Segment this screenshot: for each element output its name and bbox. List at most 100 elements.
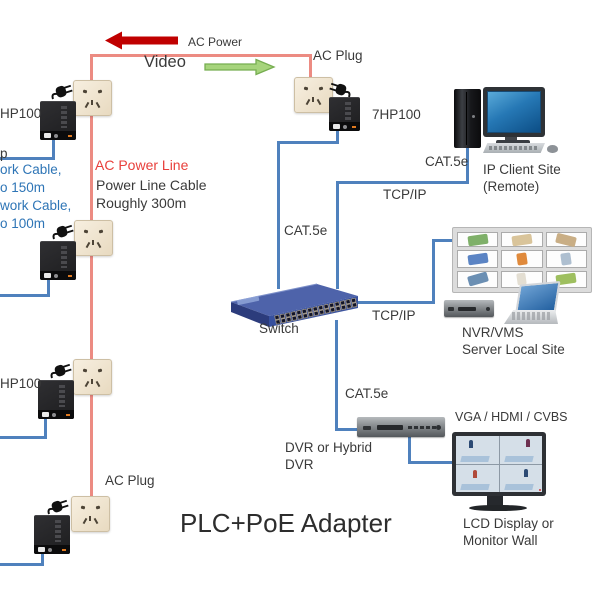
cat5e-line-segment <box>277 141 280 289</box>
network-line-segment <box>0 563 44 566</box>
tcpip-client-line-segment <box>336 181 339 289</box>
dvr-label: DVR or Hybrid <box>285 440 373 455</box>
ac-power-line-vertical <box>90 54 93 514</box>
cat5e-dvr-label: CAT.5e <box>345 386 389 401</box>
video-wall-cell <box>545 232 587 248</box>
network-line-segment <box>47 279 50 297</box>
cat5e-switch-label: CAT.5e <box>284 223 328 238</box>
switch-label: Switch <box>259 321 299 336</box>
power-plug-icon <box>47 499 69 515</box>
video-thumbnail <box>467 252 489 266</box>
lcd-quad-cell <box>456 436 499 464</box>
network-cable-fragment: work Cable, <box>0 198 72 213</box>
ip-client-label: IP Client Site <box>483 162 561 177</box>
powerline-adapter-icon <box>40 101 76 140</box>
tower-pc-icon <box>454 89 481 148</box>
ip-client-label: (Remote) <box>483 179 540 194</box>
power-plug-icon <box>329 82 351 98</box>
desktop-monitor-icon <box>483 87 545 137</box>
ac-power-line-label: AC Power Line <box>95 157 189 173</box>
text-fragment: p <box>0 146 8 161</box>
network-line-segment <box>0 294 50 297</box>
video-thumbnail <box>466 271 489 287</box>
lcd-label: Monitor Wall <box>463 533 538 548</box>
ac-power-line-drop <box>309 54 312 80</box>
video-out-label: VGA / HDMI / CVBS <box>455 410 568 424</box>
ac-power-label: AC Power <box>188 35 243 49</box>
powerline-adapter-icon <box>40 241 76 280</box>
network-switch-icon <box>230 283 359 327</box>
cat5e-line-segment <box>277 141 339 144</box>
video-arrow-right <box>204 58 276 76</box>
power-plug-icon <box>50 363 72 379</box>
network-line-segment <box>0 157 55 160</box>
adapter-model-fragment: HP100 <box>0 376 42 391</box>
network-cable-fragment: o 150m <box>0 180 46 195</box>
wall-outlet-icon <box>294 77 333 113</box>
network-line-segment <box>41 553 44 566</box>
lcd-stand <box>487 496 503 506</box>
video-wall-cell <box>457 232 499 248</box>
dvr-device-icon <box>357 417 445 437</box>
tcpip-nvr-line-segment <box>432 239 435 304</box>
network-cable-fragment: o 100m <box>0 216 46 231</box>
video-thumbnail <box>516 252 528 266</box>
network-line-segment <box>0 436 47 439</box>
nvr-site-label: NVR/VMS <box>462 325 524 340</box>
lcd-base <box>469 505 527 511</box>
power-line-cable-label: Power Line Cable <box>96 177 207 193</box>
wall-outlet-icon <box>74 220 113 256</box>
lcd-quad-cell <box>499 436 542 464</box>
nvr-device-icon <box>444 300 494 317</box>
tcpip-nvr-line-segment <box>355 301 435 304</box>
cat5e-dvr-line-segment <box>335 320 338 430</box>
video-wall-cell <box>457 270 499 288</box>
lcd-label: LCD Display or <box>463 516 554 531</box>
video-wall-icon <box>452 227 592 293</box>
laptop-icon <box>504 280 561 325</box>
tcpip-nvr-label: TCP/IP <box>372 308 416 323</box>
ac-power-line-horizontal <box>90 54 312 57</box>
cat5e-line-segment <box>336 130 339 144</box>
dvr-label: DVR <box>285 457 314 472</box>
monitor-base <box>496 140 530 145</box>
video-wall-cell <box>501 250 543 268</box>
power-plug-icon <box>52 224 74 240</box>
lcd-quad-cell <box>499 464 542 492</box>
network-line-segment <box>44 418 47 439</box>
ac-plug-label-top: AC Plug <box>313 48 363 63</box>
power-line-length-label: Roughly 300m <box>96 195 187 211</box>
video-wall-cell <box>501 232 543 248</box>
tcpip-client-line-segment <box>466 146 469 184</box>
video-thumbnail <box>467 233 489 246</box>
video-thumbnail <box>555 232 578 247</box>
monitor-neck <box>505 135 517 143</box>
tcpip-client-line-segment <box>336 181 469 184</box>
adapter-model-fragment: HP100 <box>0 106 42 121</box>
video-wall-cell <box>457 250 499 268</box>
dvr-lcd-line-segment <box>408 461 454 464</box>
power-plug-icon <box>51 84 73 100</box>
ac-plug-label-left: AC Plug <box>105 473 155 488</box>
tcpip-client-label: TCP/IP <box>383 187 427 202</box>
video-label: Video <box>144 53 186 71</box>
powerline-adapter-icon <box>34 515 70 554</box>
video-thumbnail <box>560 252 573 266</box>
dvr-lcd-line-segment <box>408 437 411 464</box>
lcd-quad-cell <box>456 464 499 492</box>
video-thumbnail <box>511 233 533 246</box>
wall-outlet-icon <box>73 359 112 395</box>
diagram-title: PLC+PoE Adapter <box>180 508 392 538</box>
powerline-adapter-icon <box>38 380 74 419</box>
ac-power-arrow-left <box>105 31 178 50</box>
nvr-site-label: Server Local Site <box>462 342 565 357</box>
network-line-segment <box>52 139 55 160</box>
cat5e-client-label: CAT.5e <box>425 154 469 169</box>
wall-outlet-icon <box>71 496 110 532</box>
wall-outlet-icon <box>73 80 112 116</box>
cat5e-dvr-line-segment <box>335 428 362 431</box>
keyboard-icon <box>483 143 545 153</box>
lcd-display-icon <box>452 432 546 496</box>
adapter-model-label: 7HP100 <box>372 107 421 122</box>
